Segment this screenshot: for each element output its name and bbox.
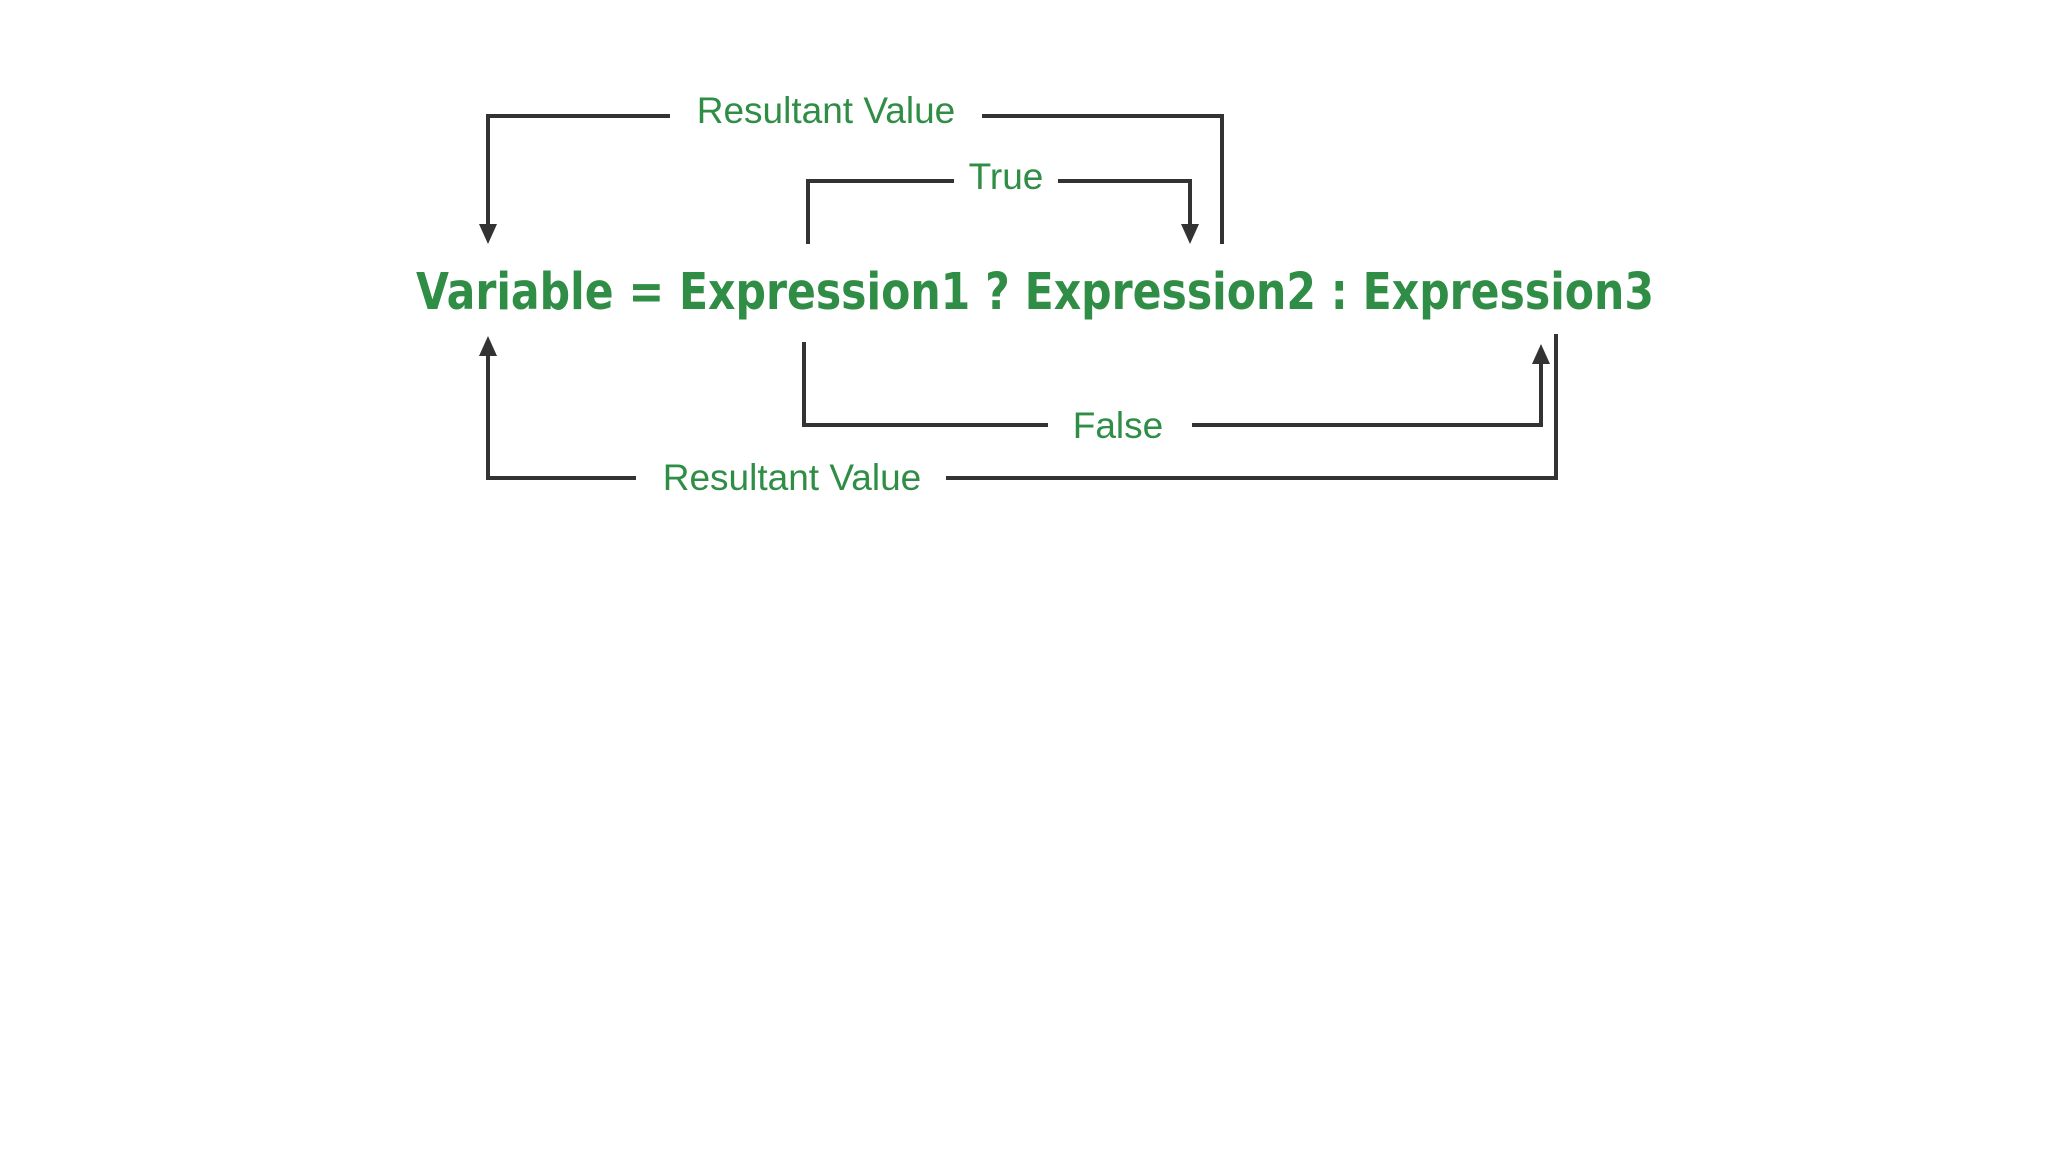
- ternary-expression: Variable = Expression1 ? Expression2 : E…: [416, 263, 1654, 322]
- resultant-value-top-connector: [486, 114, 1224, 244]
- resultant-value-top-arrowhead: [479, 224, 497, 244]
- false-label: False: [1073, 405, 1163, 446]
- expr-expression2: Expression2: [1025, 263, 1316, 322]
- expr-expression1: Expression1: [679, 263, 970, 322]
- resultant-value-bottom-arrowhead: [479, 336, 497, 356]
- expr-variable: Variable: [416, 263, 614, 322]
- false-connector: [802, 342, 1543, 427]
- resultant-value-bottom-label: Resultant Value: [663, 457, 921, 498]
- true-label: True: [969, 156, 1044, 197]
- true-arrowhead: [1181, 224, 1199, 244]
- true-connector: [806, 179, 1192, 244]
- expr-colon: :: [1331, 263, 1348, 322]
- expr-expression3: Expression3: [1363, 263, 1654, 322]
- expr-equals: =: [628, 263, 664, 322]
- false-arrowhead: [1532, 344, 1550, 364]
- resultant-value-top-label: Resultant Value: [697, 90, 955, 131]
- resultant-value-bottom-connector: [486, 334, 1558, 480]
- expr-question: ?: [985, 263, 1010, 322]
